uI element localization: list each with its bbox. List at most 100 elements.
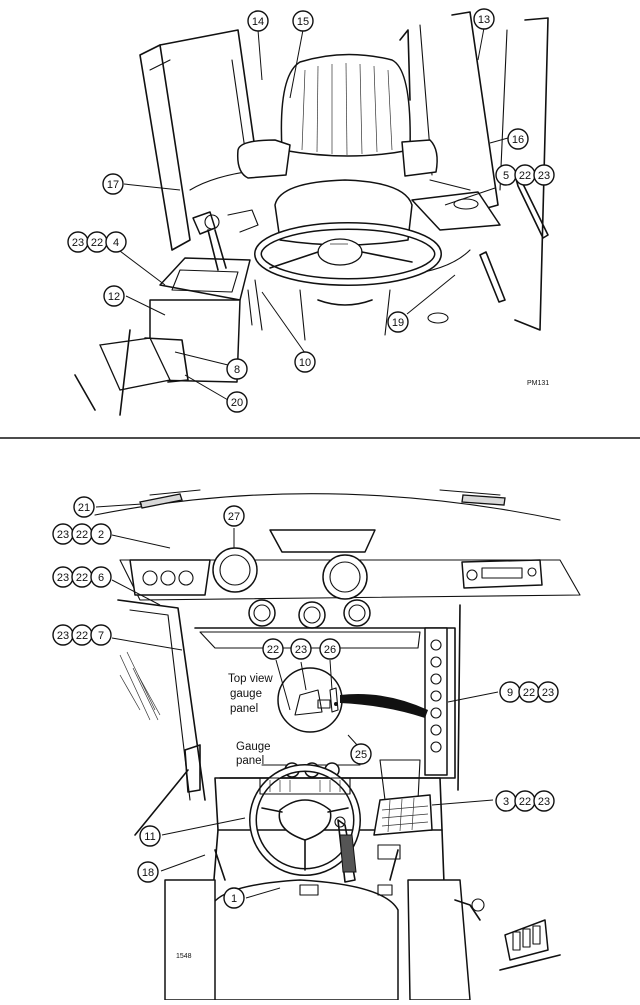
callout-circle (507, 128, 529, 150)
callout-number: 4 (113, 237, 119, 249)
floor-pedal (99, 337, 171, 391)
right-dome-lamp (461, 494, 506, 506)
left-armrest (236, 139, 291, 179)
dash-steering-hub (278, 799, 332, 841)
side-switch-box (504, 919, 549, 961)
callout-9-22-23: 9 22 23 (499, 681, 559, 703)
left-dome-lamp (139, 493, 183, 509)
callout-number: 22 (267, 644, 279, 656)
callout-circle (90, 624, 112, 646)
callout-25: 25 (350, 743, 372, 765)
callout-20: 20 (226, 391, 248, 413)
callout-circle (537, 681, 559, 703)
callout-15: 15 (292, 10, 314, 32)
callout-number: 27 (228, 511, 240, 523)
callout-14: 14 (247, 10, 269, 32)
callout-number: 18 (142, 867, 154, 879)
callout-number: 23 (538, 796, 550, 808)
callout-circle (533, 164, 555, 186)
label-top-view: Top view (228, 673, 273, 685)
callout-number: 7 (98, 630, 104, 642)
callout-circle (139, 825, 161, 847)
callout-number: 22 (519, 170, 531, 182)
bottom-callout-leaders (95, 503, 499, 899)
callout-circle (226, 358, 248, 380)
callout-number: 23 (538, 170, 550, 182)
operator-seat (209, 879, 399, 1001)
callout-number: 22 (91, 237, 103, 249)
callout-circle (319, 638, 341, 660)
callout-10: 10 (294, 351, 316, 373)
callout-11: 11 (139, 825, 161, 847)
callout-17: 17 (102, 173, 124, 195)
callout-number: 2 (98, 529, 104, 541)
callout-circle (294, 351, 316, 373)
callout-21: 21 (73, 496, 95, 518)
callout-27: 27 (223, 505, 245, 527)
callout-number: 12 (108, 291, 120, 303)
dashboard-view (94, 489, 581, 1001)
callout-number: 11 (144, 831, 155, 843)
top-figure-code: PM131 (527, 380, 549, 387)
callout-circle (262, 638, 284, 660)
callout-number: 13 (478, 14, 490, 26)
bottom-figure-code: 1548 (176, 953, 192, 960)
air-vent-right (322, 554, 368, 600)
callout-circle (247, 10, 269, 32)
callout-number: 23 (57, 529, 69, 541)
left-a-pillar (117, 599, 206, 801)
callout-circle (292, 10, 314, 32)
left-front-cab-post (139, 44, 191, 251)
label-panel-2: panel (236, 755, 264, 767)
callout-number: 22 (76, 529, 88, 541)
callout-number: 23 (295, 644, 307, 656)
label-gauge: gauge (230, 688, 262, 700)
callout-16: 16 (507, 128, 529, 150)
radio-unit (461, 559, 543, 589)
top-cab-view (74, 11, 549, 416)
callout-number: 17 (107, 179, 119, 191)
callout-number: 22 (76, 572, 88, 584)
callout-number: 8 (234, 364, 240, 376)
callout-number: 23 (57, 572, 69, 584)
gauge-labels: Top view gauge panel Gauge panel (228, 673, 273, 767)
callout-circle (90, 566, 112, 588)
callout-number: 6 (98, 572, 104, 584)
callout-circle (290, 638, 312, 660)
left-overhead-switch-panel (129, 559, 211, 596)
label-panel: panel (230, 703, 258, 715)
callout-circle (223, 505, 245, 527)
callout-circle (103, 285, 125, 307)
left-rear-cab-post (159, 29, 259, 171)
callout-number: 14 (252, 16, 264, 28)
callout-number: 21 (78, 502, 90, 514)
callout-circle (350, 743, 372, 765)
callout-number: 26 (324, 644, 336, 656)
callout-22: 22 (262, 638, 284, 660)
callout-number: 5 (503, 170, 509, 182)
steering-wheel-hub (317, 238, 363, 266)
callout-number: 23 (542, 687, 554, 699)
callout-1: 1 (223, 887, 245, 909)
callout-number: 1 (231, 893, 237, 905)
callout-number: 9 (507, 687, 513, 699)
callout-circle (473, 8, 495, 30)
callout-18: 18 (137, 861, 159, 883)
right-armrest (401, 139, 438, 177)
callout-circle (105, 231, 127, 253)
callout-circle (102, 173, 124, 195)
label-gauge-2: Gauge (236, 741, 271, 753)
callout-13: 13 (473, 8, 495, 30)
callout-circle (137, 861, 159, 883)
callout-number: 22 (76, 630, 88, 642)
callout-number: 22 (523, 687, 535, 699)
air-vent-27 (212, 547, 258, 593)
callout-8: 8 (226, 358, 248, 380)
callout-number: 19 (392, 317, 404, 329)
seat-backrest (280, 53, 411, 157)
